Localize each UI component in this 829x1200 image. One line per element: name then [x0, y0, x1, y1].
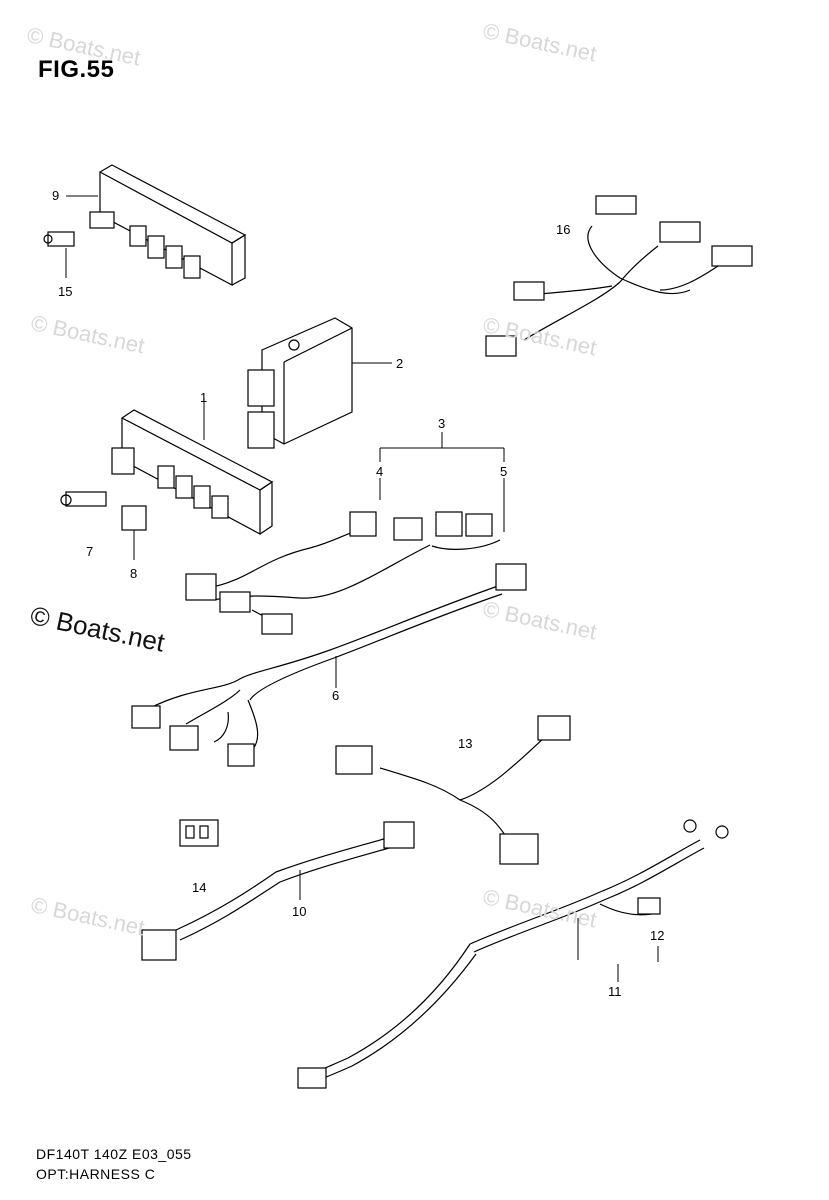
part-10-harness: [141, 821, 415, 961]
part-16-harness: [485, 195, 753, 357]
figure-title: FIG.55: [38, 56, 115, 83]
callout-13: 13: [458, 736, 473, 751]
figure-caption: OPT:HARNESS C: [36, 1166, 156, 1182]
callout-15: 15: [58, 284, 73, 299]
callout-10: 10: [292, 904, 307, 919]
callout-3: 3: [438, 416, 446, 431]
part-2-control-unit: [247, 317, 392, 449]
callout-1: 1: [200, 390, 208, 405]
part-14-connector: [179, 819, 219, 847]
callout-8: 8: [130, 566, 138, 581]
callout-6: 6: [332, 688, 340, 703]
part-15-connector: [43, 231, 75, 278]
callout-14: 14: [192, 880, 207, 895]
callout-9: 9: [52, 188, 60, 203]
callout-5: 5: [500, 464, 508, 479]
callout-12: 12: [650, 928, 665, 943]
part-3-harness: [185, 511, 501, 635]
part-7-connector: [60, 491, 107, 507]
part-1-relay-block: [111, 398, 274, 536]
callout-4: 4: [376, 464, 384, 479]
part-11-harness: [297, 819, 729, 1089]
part-9-relay-block: [89, 164, 247, 286]
part-6-harness: [131, 563, 527, 767]
callout-16: 16: [556, 222, 571, 237]
figure-code: DF140T 140Z E03_055: [36, 1146, 192, 1162]
part-13-harness: [335, 715, 571, 865]
callout-2: 2: [396, 356, 404, 371]
callout-11: 11: [608, 984, 622, 999]
part-8-connector: [121, 505, 147, 560]
bracket-3: [379, 432, 505, 532]
callout-7: 7: [86, 544, 94, 559]
